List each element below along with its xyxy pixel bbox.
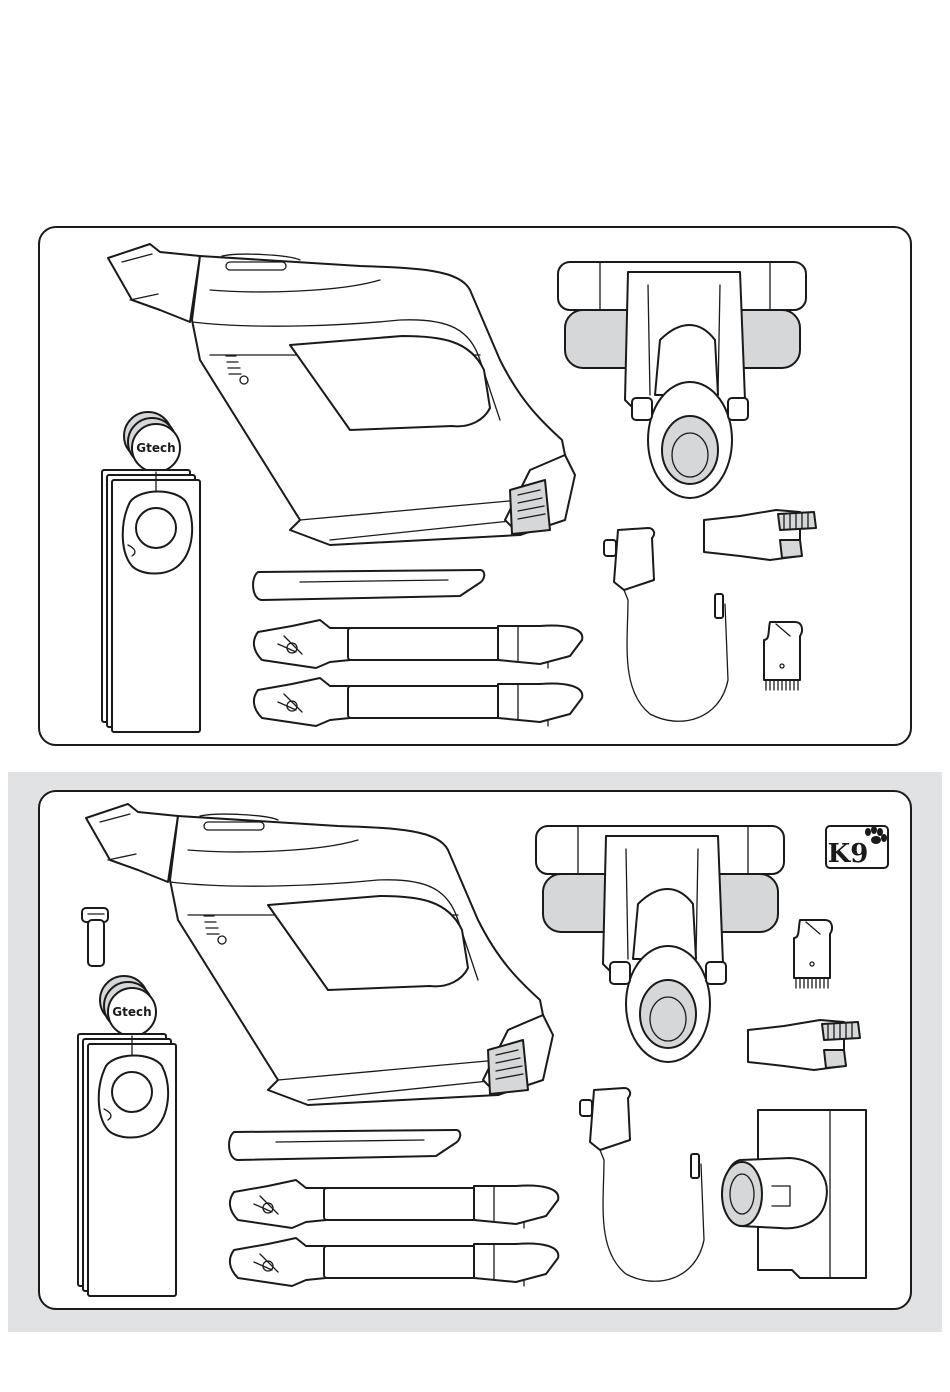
- k9-badge: K9: [826, 826, 888, 869]
- extension-wand: [254, 620, 582, 668]
- cleaning-bags: Gtech: [78, 976, 176, 1296]
- brand-logo-gtech: Gtech: [136, 441, 175, 455]
- cleaning-bags: Gtech: [102, 412, 200, 732]
- extension-wand: [254, 678, 582, 726]
- dusting-brush: [748, 1020, 860, 1070]
- top-panel-parts: Gtech: [102, 244, 816, 732]
- cleaning-comb: [794, 920, 832, 988]
- power-head: [536, 826, 784, 1062]
- extension-wand: [230, 1238, 558, 1286]
- charger: [580, 1088, 704, 1281]
- cleaning-comb: [764, 622, 802, 690]
- brand-logo-gtech: Gtech: [112, 1005, 151, 1019]
- charger: [604, 528, 728, 721]
- mini-turbo-brush: [722, 1110, 866, 1278]
- extension-wand: [230, 1180, 558, 1228]
- crevice-tool: [253, 570, 484, 600]
- power-head: [558, 262, 806, 498]
- dusting-brush: [704, 510, 816, 560]
- filter-pin: [82, 908, 108, 966]
- bottom-panel-parts: Gtech K9: [78, 804, 888, 1296]
- crevice-tool: [229, 1130, 460, 1160]
- k9-badge-label: K9: [828, 839, 869, 869]
